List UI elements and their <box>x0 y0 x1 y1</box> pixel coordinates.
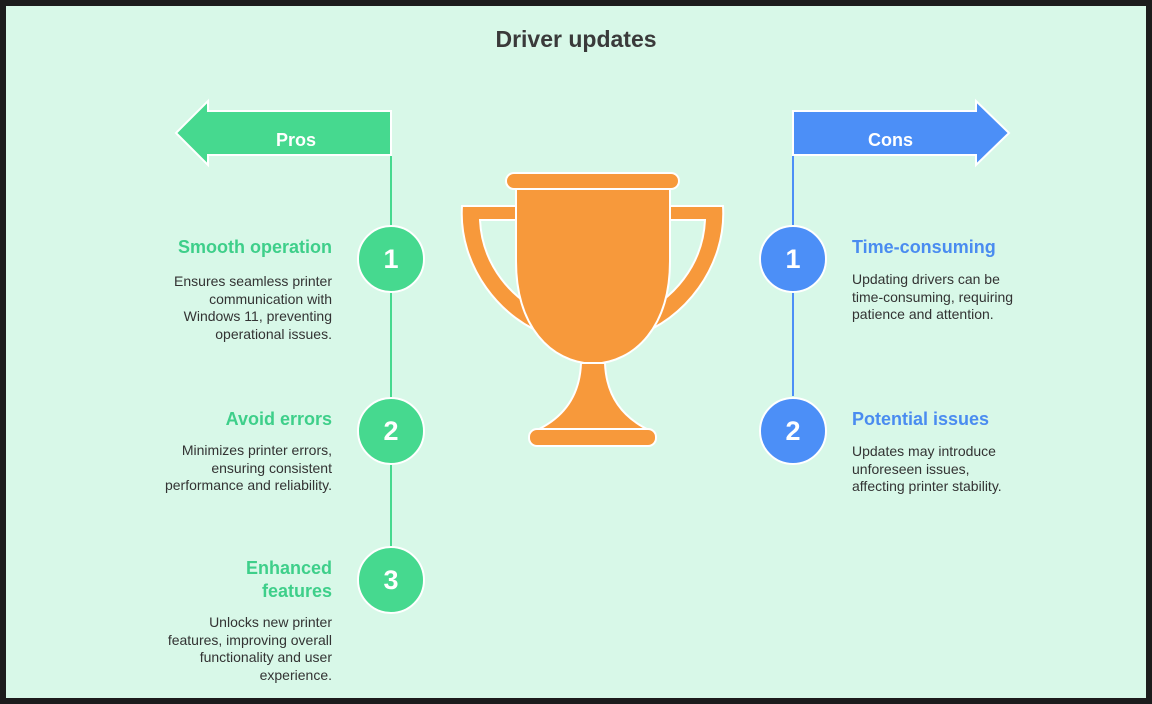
page-title: Driver updates <box>495 26 657 52</box>
cons-item-2-heading: Potential issues <box>852 409 990 429</box>
trophy-base <box>528 428 657 447</box>
pros-arrow-shape <box>174 98 392 168</box>
cons-item-1-heading: Time-consuming <box>852 237 996 257</box>
cons-item-2-text: Updates may introduce unforeseen issues,… <box>852 443 1002 494</box>
cons-item-1-number-badge: 1 <box>759 225 827 293</box>
pros-item-1-heading: Smooth operation <box>178 237 332 257</box>
pros-item-2-heading: Avoid errors <box>225 409 332 429</box>
pros-item-1-number-badge: 1 <box>357 225 425 293</box>
cons-label: Cons <box>868 130 913 150</box>
cons-item-2-number-badge: 2 <box>759 397 827 465</box>
cons-arrow-shape <box>792 98 1011 168</box>
trophy-cup <box>515 187 671 366</box>
pros-item-2-number-badge: 2 <box>357 397 425 465</box>
pros-item-3-heading: Enhanced features <box>245 558 332 601</box>
pros-item-3-number-badge: 3 <box>357 546 425 614</box>
pros-item-1-text: Ensures seamless printer communication w… <box>174 273 332 342</box>
pros-item-3-text: Unlocks new printer features, improving … <box>167 614 332 683</box>
trophy-icon <box>460 172 725 447</box>
diagram-graphics <box>174 98 1011 546</box>
pros-item-2-text: Minimizes printer errors, ensuring consi… <box>164 442 332 493</box>
pros-label: Pros <box>275 130 317 150</box>
infographic-canvas: Driver updates Pros Smooth operation Ens… <box>6 6 1146 698</box>
trophy-rim <box>505 172 680 190</box>
cons-item-1-text: Updating drivers can be time-consuming, … <box>852 271 1014 322</box>
trophy-stem <box>534 362 652 432</box>
